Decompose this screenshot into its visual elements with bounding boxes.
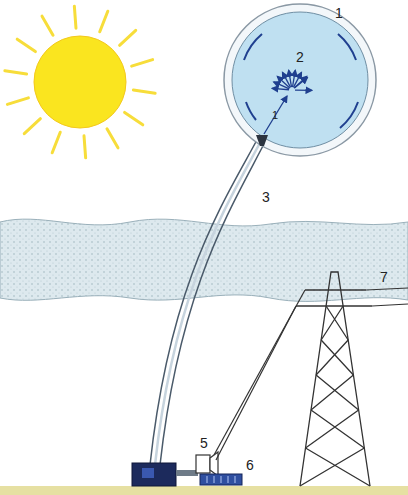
callout-number: 6 [246,458,254,472]
balloon [224,4,376,156]
power-lines [214,288,408,460]
power-tower [296,272,372,486]
sun [5,6,155,158]
callout-number: 1 [335,6,343,20]
cloud-band [0,219,408,301]
callout-number: 1 [272,110,278,121]
ground [0,486,408,495]
callout-number: 7 [380,270,388,284]
storage-unit [200,474,242,485]
callout-number: 5 [200,436,208,450]
callout-number: 2 [296,50,304,64]
tube [150,138,266,465]
base-station [132,463,198,486]
callout-number: 3 [262,190,270,204]
converter [196,452,218,476]
